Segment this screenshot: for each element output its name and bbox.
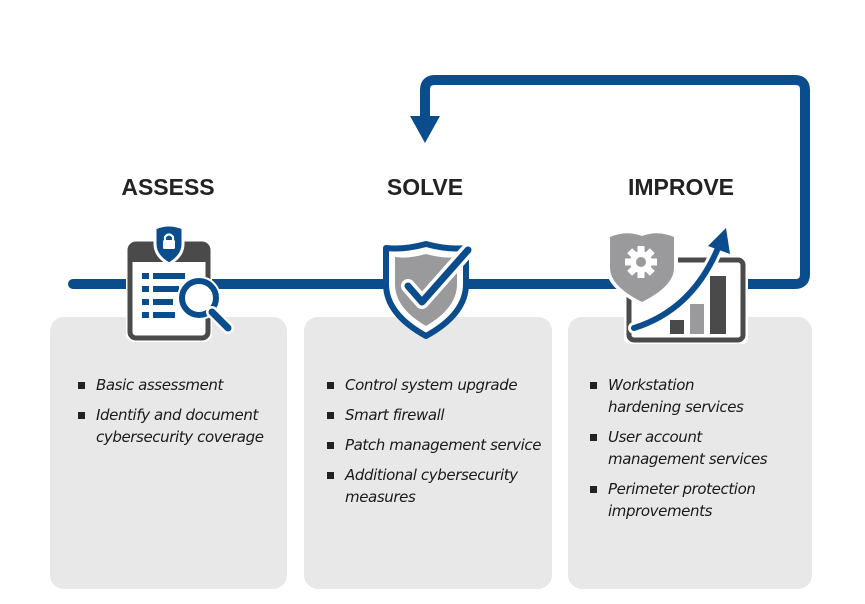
solve-card: [304, 317, 552, 589]
assess-items: Basic assessment Identify and document c…: [78, 374, 278, 456]
list-item: Identify and document cybersecurity cove…: [78, 404, 278, 448]
list-item: Additional cybersecurity measures: [327, 464, 547, 508]
improve-heading: IMPROVE: [627, 174, 735, 200]
list-item: Perimeter protection improvements: [590, 478, 793, 522]
assess-heading: ASSESS: [121, 174, 215, 200]
list-item: Patch management service: [327, 434, 547, 456]
solve-items: Control system upgrade Smart firewall Pa…: [327, 374, 547, 516]
timeline-line: [68, 75, 810, 289]
list-item: Control system upgrade: [327, 374, 547, 396]
loop-arrowhead-icon: [410, 116, 440, 143]
solve-heading: SOLVE: [386, 174, 464, 200]
list-item: Smart firewall: [327, 404, 547, 426]
shield-gear-growth-chart-icon: [606, 228, 748, 344]
improve-items: Workstation hardening services User acco…: [590, 374, 805, 530]
list-item: User account management services: [590, 426, 798, 470]
list-item: Workstation hardening services: [590, 374, 758, 418]
assess-card: [50, 317, 287, 589]
shield-check-icon: [383, 241, 475, 339]
gear-icon: [625, 246, 657, 278]
improve-card: [568, 317, 812, 589]
clipboard-magnifier-icon: [126, 223, 234, 342]
list-item: Basic assessment: [78, 374, 278, 396]
